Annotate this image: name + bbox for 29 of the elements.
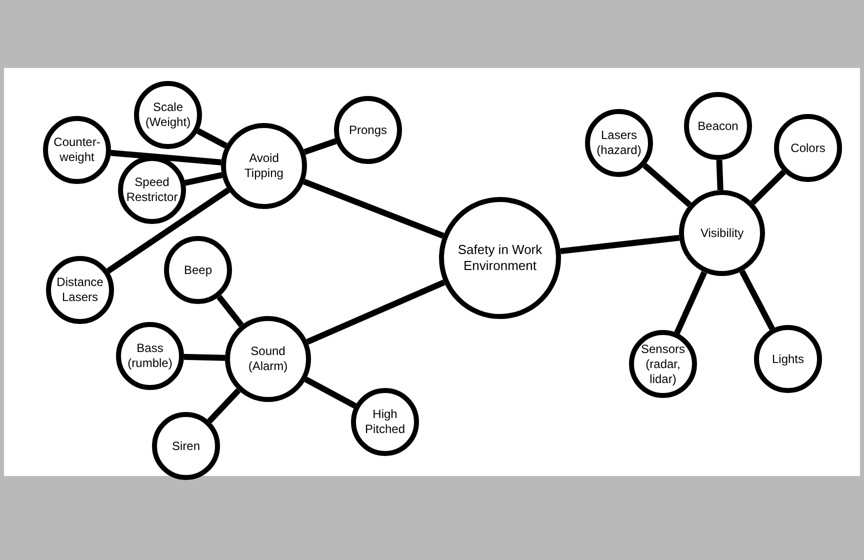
connector-line [750,170,786,205]
connector-line [642,163,692,207]
topic-label: Lights [770,352,806,366]
topic-label: Avoid Tipping [244,151,284,181]
connector-line [110,150,222,166]
connector-line [184,354,226,361]
topic-label: Safety in Work Environment [456,242,544,274]
topic-label: Distance Lasers [56,275,104,305]
connector-line [216,294,244,328]
topic-label: Beacon [696,118,740,134]
topic-label: Speed Restrictor [125,175,179,205]
topic-label: Beep [182,262,214,278]
topic-label: Siren [170,438,201,454]
connector-line [716,160,724,190]
topic-label: Bass (rumble) [126,341,174,371]
topic-label: Counter-weight [52,135,102,165]
connector-line [196,128,228,148]
topic-label: Visibility [699,226,745,240]
connector-line [560,234,680,254]
topic-label: Sound (Alarm) [247,344,289,374]
topic-label: Scale (Weight) [144,100,192,130]
topic-label: Sensors (radar, lidar) [640,342,686,386]
topic-label: Colors [790,140,826,156]
topic-label: Prongs [348,122,388,138]
connector-line [184,172,223,186]
connector-line [106,188,230,274]
topic-label: Lasers (hazard) [596,128,642,158]
topic-label: High Pitched [364,407,406,437]
connector-line [207,388,241,424]
